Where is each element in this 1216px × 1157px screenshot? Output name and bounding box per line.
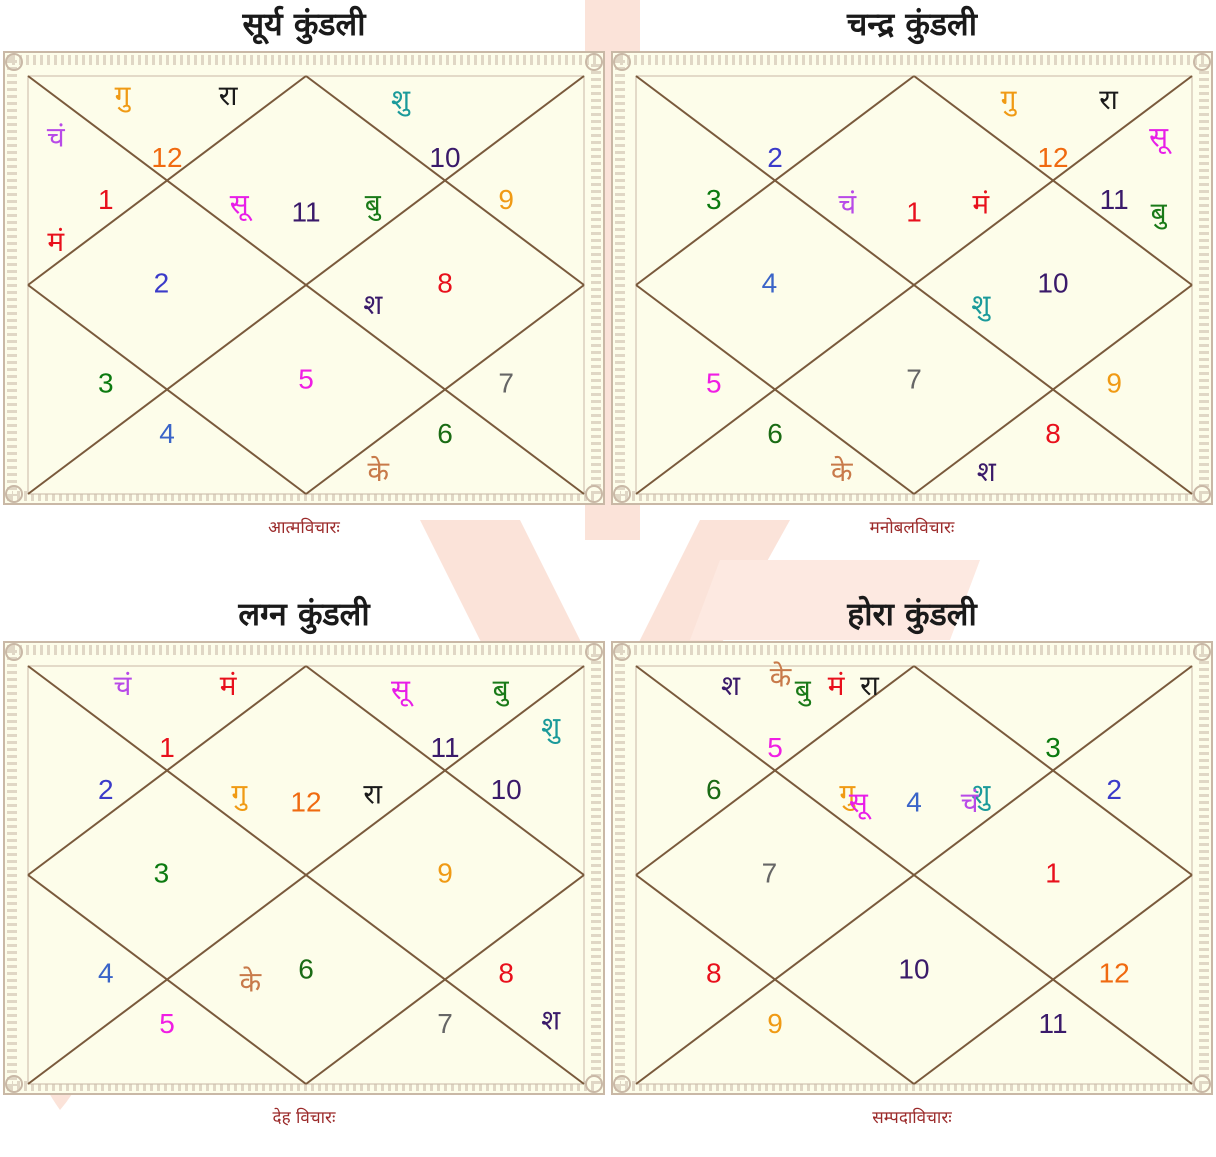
planet-label: रा — [860, 669, 879, 702]
planet-label: श — [363, 288, 383, 321]
house-number: 9 — [437, 857, 453, 888]
house-number: 1 — [159, 732, 175, 763]
house-number: 5 — [159, 1008, 175, 1039]
planet-label: के — [831, 455, 853, 488]
planet-label: के — [240, 966, 262, 999]
planet-label: चं — [838, 188, 857, 221]
house-number: 4 — [906, 786, 922, 817]
house-number: 8 — [498, 958, 514, 989]
house-number: 9 — [498, 184, 514, 215]
house-number: 11 — [291, 196, 320, 227]
house-number: 8 — [706, 958, 722, 989]
house-number: 9 — [767, 1008, 783, 1039]
planet-label: के — [770, 661, 792, 694]
planet-label: रा — [1099, 83, 1118, 116]
planet-label: बु — [493, 673, 510, 707]
house-number: 10 — [491, 774, 522, 805]
house-number: 11 — [430, 732, 459, 763]
planet-label: शु — [541, 711, 561, 745]
planet-label: गु — [115, 79, 132, 113]
house-number: 5 — [298, 364, 314, 395]
house-number: 3 — [706, 184, 722, 215]
planet-label: श — [721, 669, 741, 702]
house-number: 3 — [98, 368, 114, 399]
house-number: 4 — [159, 418, 175, 449]
planet-label: रा — [219, 79, 238, 112]
planet-label: के — [368, 455, 390, 488]
planet-label: चं — [47, 121, 66, 154]
house-number: 6 — [767, 418, 783, 449]
house-number: 7 — [498, 368, 514, 399]
chart-caption: देह विचारः — [0, 1105, 608, 1128]
house-number: 6 — [298, 954, 314, 985]
chart-title: होरा कुंडली — [608, 592, 1216, 635]
house-number: 8 — [1045, 418, 1061, 449]
house-number: 5 — [767, 732, 783, 763]
kundli-diagram: 456789101112123गुशुसूचंशमंकेबुरा — [608, 638, 1216, 1098]
house-number: 12 — [1037, 142, 1068, 173]
house-number: 1 — [906, 196, 922, 227]
planet-label: चं — [961, 786, 980, 819]
planet-label: बु — [365, 188, 382, 222]
house-number: 3 — [154, 857, 170, 888]
house-number: 11 — [1100, 184, 1129, 215]
planet-label: गु — [231, 778, 248, 812]
house-number: 7 — [437, 1008, 453, 1039]
house-number: 9 — [1106, 368, 1122, 399]
chart-title: चन्द्र कुंडली — [608, 2, 1216, 45]
house-number: 12 — [1099, 958, 1130, 989]
house-number: 12 — [290, 786, 321, 817]
house-number: 12 — [151, 142, 182, 173]
house-number: 6 — [437, 418, 453, 449]
house-number: 3 — [1045, 732, 1061, 763]
planet-label: गु — [1001, 83, 1018, 117]
planet-label: शु — [971, 288, 991, 322]
house-number: 8 — [437, 267, 453, 298]
planet-label: मं — [828, 669, 846, 702]
house-number: 4 — [98, 958, 114, 989]
chart-caption: मनोबलविचारः — [608, 515, 1216, 538]
house-number: 5 — [706, 368, 722, 399]
house-number: 2 — [1106, 774, 1122, 805]
house-number: 10 — [1037, 267, 1068, 298]
planet-label: शु — [391, 83, 411, 117]
house-number: 11 — [1038, 1008, 1067, 1039]
planet-label: श — [977, 455, 997, 488]
chart-title: सूर्य कुंडली — [0, 2, 608, 45]
house-number: 2 — [154, 267, 170, 298]
planet-label: मं — [47, 225, 65, 258]
house-number: 2 — [767, 142, 783, 173]
planet-label: चं — [114, 669, 133, 702]
planet-label: श — [541, 1003, 561, 1036]
house-number: 1 — [1045, 857, 1061, 888]
planet-label: बु — [1151, 196, 1168, 230]
house-number: 6 — [706, 774, 722, 805]
house-number: 7 — [906, 364, 922, 395]
house-number: 2 — [98, 774, 114, 805]
house-number: 10 — [429, 142, 460, 173]
house-number: 1 — [98, 184, 114, 215]
planet-label: रा — [363, 778, 382, 811]
planet-label: बु — [795, 673, 812, 707]
house-number: 7 — [762, 857, 778, 888]
chart-title: लग्न कुंडली — [0, 592, 608, 635]
house-number: 4 — [762, 267, 778, 298]
planet-label: मं — [220, 669, 238, 702]
planet-label: मं — [972, 188, 990, 221]
chart-caption: आत्मविचारः — [0, 515, 608, 538]
chart-surya: सूर्य कुंडली 111212345678910सूबुगुराचंमं… — [0, 0, 608, 567]
chart-caption: सम्पदाविचारः — [608, 1105, 1216, 1128]
house-number: 10 — [898, 954, 929, 985]
